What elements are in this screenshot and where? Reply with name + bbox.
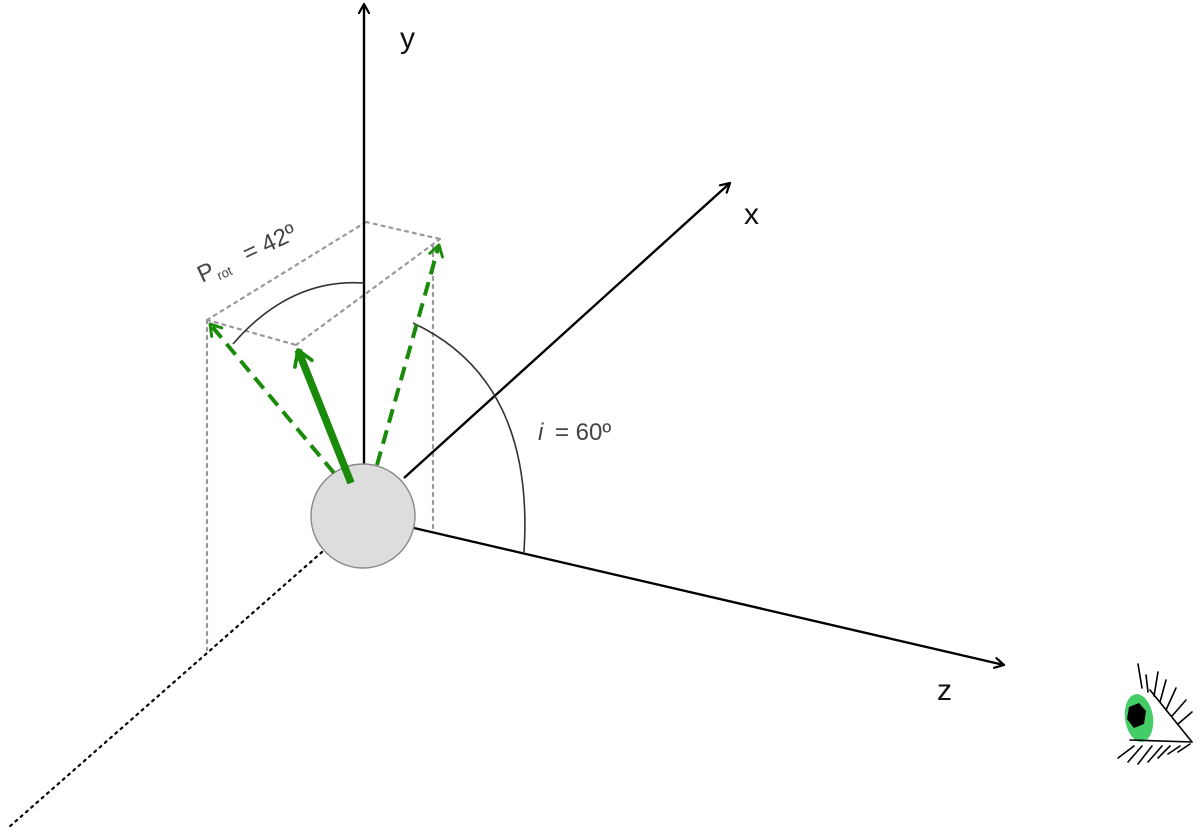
rotation-angle-subscript: rot [214,263,234,283]
inclination-angle-symbol: i [538,419,544,446]
z-axis-label: z [937,674,952,707]
x-axis-label: x [744,198,759,231]
rotation-angle-value: = 42º [238,219,301,267]
eye-icon [1117,663,1193,765]
y-axis-label: y [400,22,415,55]
spin-vector-dashed-left [208,324,336,475]
spin-vector-dashed-right [375,245,439,466]
z-axis [413,526,1004,665]
line-of-sight-dotted [6,550,324,830]
star [310,463,416,569]
inclination-angle-arc [412,322,526,553]
inclination-angle-label: i = 60º [538,419,611,446]
inclination-angle-value: = 60º [555,419,611,446]
x-axis [403,183,730,479]
rotation-angle-label: P rot = 42º [193,219,301,288]
rotation-angle-arc [232,281,365,345]
spin-vector-solid [293,348,355,485]
